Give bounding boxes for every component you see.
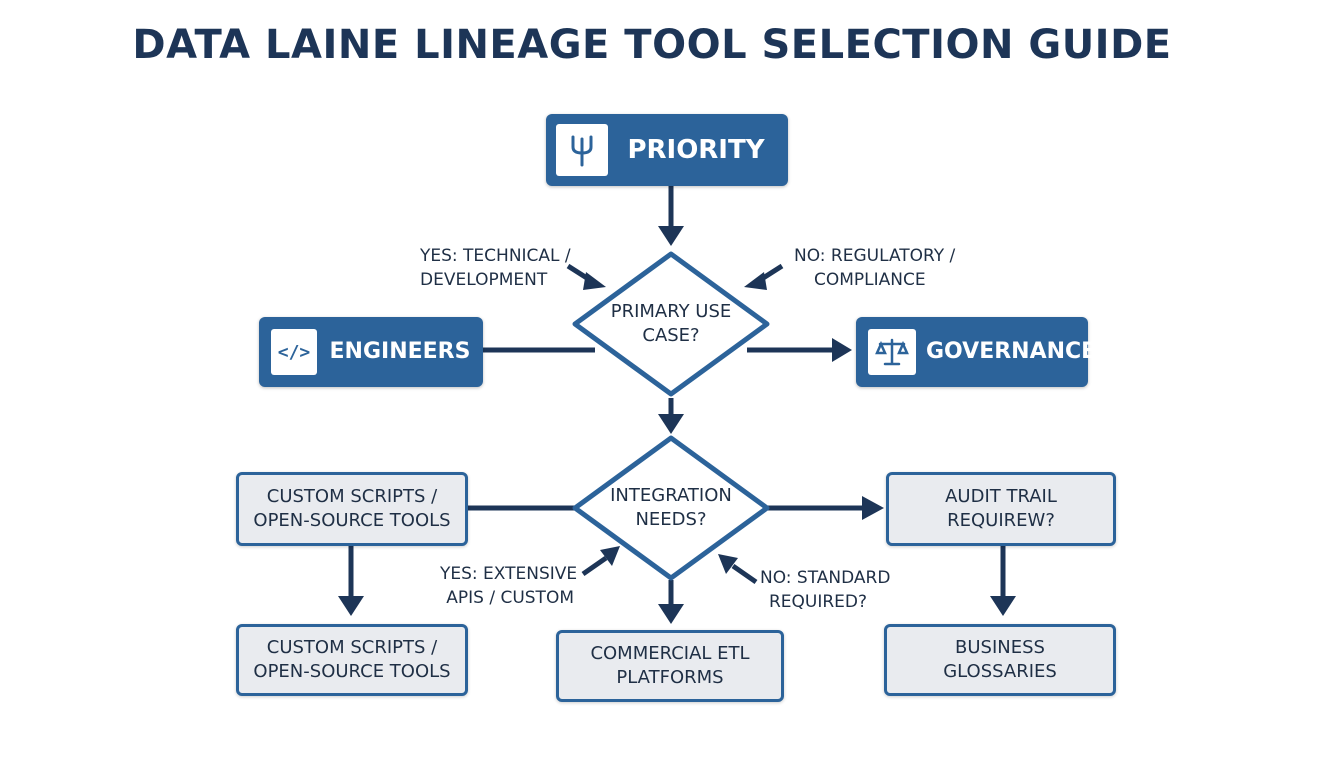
label-yes-technical: YES: TECHNICAL / DEVELOPMENT	[420, 244, 571, 292]
arrowhead-audit	[862, 496, 884, 520]
engineers-label: ENGINEERS	[329, 339, 471, 364]
label-no-regulatory-line2: COMPLIANCE	[814, 270, 926, 290]
pointer-head-yes-technical	[583, 272, 606, 290]
pointer-head-no-regulatory	[744, 272, 767, 290]
decision-integration-line1: INTEGRATION	[610, 485, 732, 506]
decision-use-case-line1: PRIMARY USE	[610, 301, 732, 322]
label-yes-extensive: YES: EXTENSIVE APIS / CUSTOM	[440, 562, 578, 610]
commercial-line2: PLATFORMS	[616, 667, 724, 688]
glossaries-line1: BUSINESS	[955, 637, 1045, 658]
label-yes-extensive-line2: APIS / CUSTOM	[446, 588, 574, 608]
label-no-regulatory-line1: NO: REGULATORY /	[794, 246, 956, 266]
label-no-standard-line1: NO: STANDARD	[760, 568, 891, 588]
code-icon: </>	[271, 329, 317, 375]
pointer-no-standard	[731, 563, 758, 585]
governance-node[interactable]: GOVERNANCE	[856, 317, 1097, 387]
engineers-node[interactable]: </> ENGINEERS	[259, 317, 483, 387]
arrowhead-custom-bottom	[338, 596, 364, 616]
audit-line1: AUDIT TRAIL	[945, 486, 1057, 507]
decision-use-case-line2: CASE?	[642, 325, 700, 346]
commercial-line1: COMMERCIAL ETL	[590, 643, 750, 664]
arrowhead-priority	[658, 226, 684, 246]
custom-top-line2: OPEN-SOURCE TOOLS	[253, 510, 451, 531]
label-no-regulatory: NO: REGULATORY / COMPLIANCE	[794, 244, 955, 292]
arrowhead-commercial	[658, 604, 684, 624]
label-yes-technical-line2: DEVELOPMENT	[420, 270, 548, 290]
priority-label: PRIORITY	[627, 135, 765, 165]
diagram-title: DATA LAINE LINEAGE TOOL SELECTION GUIDE	[132, 22, 1172, 68]
decision-integration-needs[interactable]: INTEGRATION NEEDS?	[571, 434, 771, 582]
audit-line2: REQUIREW?	[947, 510, 1055, 531]
arrowhead-governance	[832, 338, 852, 362]
label-no-standard: NO: STANDARD REQUIRED?	[760, 566, 891, 614]
business-glossaries-node[interactable]: BUSINESS GLOSSARIES	[884, 624, 1116, 696]
custom-bottom-line2: OPEN-SOURCE TOOLS	[253, 661, 451, 682]
decision-integration-line2: NEEDS?	[635, 509, 707, 530]
custom-scripts-bottom-node[interactable]: CUSTOM SCRIPTS / OPEN-SOURCE TOOLS	[236, 624, 468, 696]
custom-scripts-top-node[interactable]: CUSTOM SCRIPTS / OPEN-SOURCE TOOLS	[236, 472, 468, 546]
glossaries-line2: GLOSSARIES	[943, 661, 1057, 682]
pointer-yes-extensive	[581, 555, 608, 577]
fork-icon	[556, 124, 608, 176]
pointer-head-no-standard	[718, 554, 738, 574]
priority-node[interactable]: PRIORITY	[546, 114, 788, 186]
commercial-etl-node[interactable]: COMMERCIAL ETL PLATFORMS	[556, 630, 784, 702]
label-yes-extensive-line1: YES: EXTENSIVE	[440, 564, 578, 584]
pointer-head-yes-extensive	[600, 546, 620, 566]
scales-icon	[868, 329, 916, 375]
label-no-standard-line2: REQUIRED?	[768, 592, 868, 612]
arrowhead-glossaries	[990, 596, 1016, 616]
custom-bottom-line1: CUSTOM SCRIPTS /	[266, 637, 438, 658]
audit-trail-node[interactable]: AUDIT TRAIL REQUIREW?	[886, 472, 1116, 546]
governance-label: GOVERNANCE	[926, 339, 1097, 364]
arrowhead-integration	[658, 414, 684, 434]
decision-primary-use-case[interactable]: PRIMARY USE CASE?	[571, 250, 771, 398]
custom-top-line1: CUSTOM SCRIPTS /	[266, 486, 438, 507]
label-yes-technical-line1: YES: TECHNICAL /	[420, 246, 571, 266]
